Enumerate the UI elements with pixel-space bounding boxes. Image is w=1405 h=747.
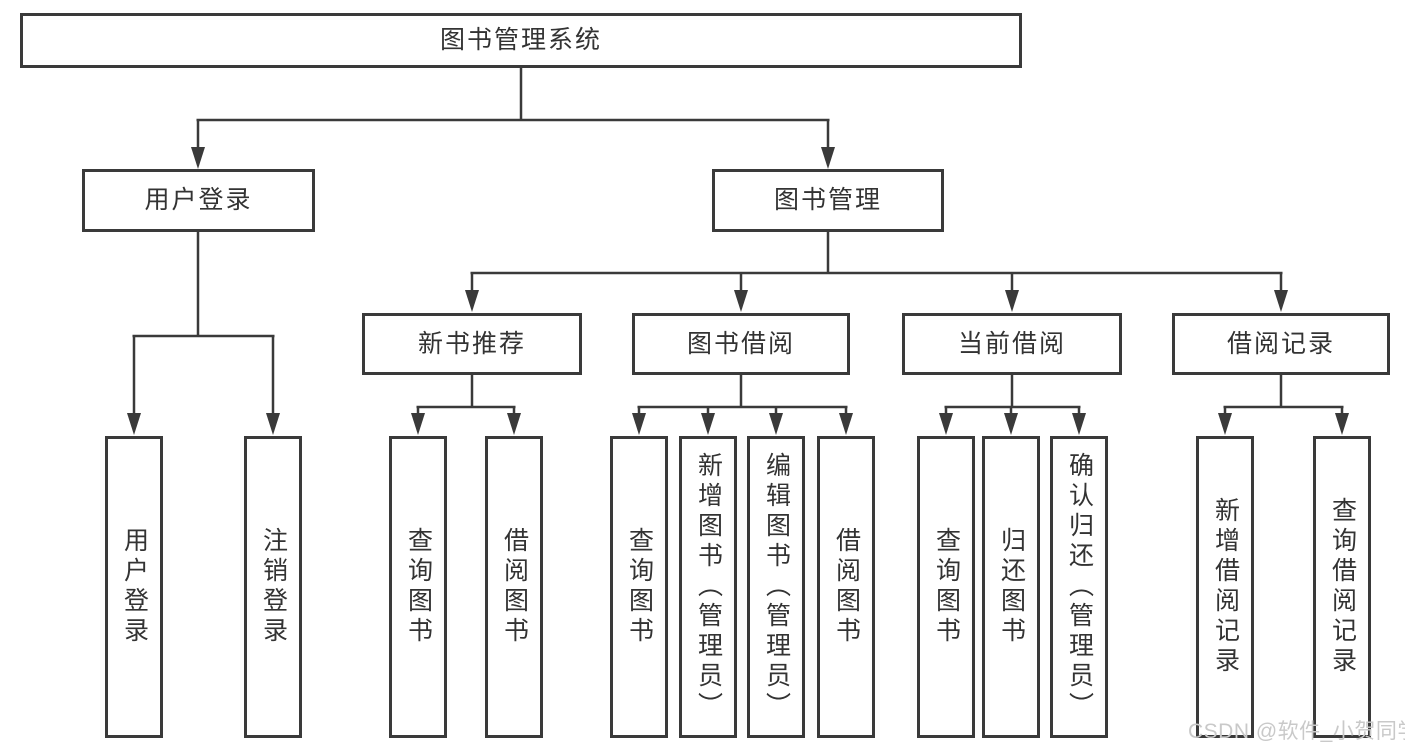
leaf-confirm-return-admin: 确认归还（管理员）	[1050, 436, 1108, 738]
node-user-login-label: 用户登录	[144, 186, 253, 214]
leaf-borrow-books: 借阅图书	[817, 436, 875, 738]
leaf-add-book-admin-label: 新增图书（管理员）	[694, 452, 723, 722]
watermark-text: CSDN @软件_小贺同学	[1188, 720, 1405, 743]
leaf-return-books: 归还图书	[982, 436, 1040, 738]
leaf-query-borrow-record: 查询借阅记录	[1313, 436, 1371, 738]
leaf-query-books-borrow-label: 查询图书	[625, 527, 654, 647]
node-borrowing-records: 借阅记录	[1172, 313, 1390, 375]
leaf-user-login-label: 用户登录	[120, 527, 149, 647]
leaf-borrow-books-recommend: 借阅图书	[485, 436, 543, 738]
leaf-edit-book-admin-label: 编辑图书（管理员）	[762, 452, 791, 722]
leaf-edit-book-admin: 编辑图书（管理员）	[747, 436, 805, 738]
node-new-book-recommendation-label: 新书推荐	[417, 329, 526, 358]
node-library-system-label: 图书管理系统	[439, 26, 602, 54]
node-borrowing-records-label: 借阅记录	[1226, 329, 1335, 358]
node-book-borrowing-label: 图书借阅	[686, 329, 795, 358]
leaf-query-books-recommend-label: 查询图书	[404, 527, 433, 647]
node-current-borrowing: 当前借阅	[902, 313, 1122, 375]
node-user-login: 用户登录	[82, 169, 315, 232]
leaf-logout-label: 注销登录	[259, 527, 288, 647]
leaf-borrow-books-label: 借阅图书	[832, 527, 861, 647]
leaf-query-books-recommend: 查询图书	[389, 436, 447, 738]
arrowheads	[127, 147, 1349, 435]
node-book-management-label: 图书管理	[773, 186, 882, 214]
node-book-borrowing: 图书借阅	[632, 313, 850, 375]
node-new-book-recommendation: 新书推荐	[362, 313, 582, 375]
leaf-add-borrow-record-label: 新增借阅记录	[1211, 497, 1240, 677]
leaf-query-borrow-record-label: 查询借阅记录	[1328, 497, 1357, 677]
leaf-query-books-current-label: 查询图书	[932, 527, 961, 647]
leaf-borrow-books-recommend-label: 借阅图书	[500, 527, 529, 647]
node-library-system: 图书管理系统	[20, 13, 1022, 68]
leaf-query-books-borrow: 查询图书	[610, 436, 668, 738]
leaf-logout: 注销登录	[244, 436, 302, 738]
node-book-management: 图书管理	[712, 169, 944, 232]
leaf-query-books-current: 查询图书	[917, 436, 975, 738]
node-current-borrowing-label: 当前借阅	[957, 329, 1066, 358]
leaf-add-borrow-record: 新增借阅记录	[1196, 436, 1254, 738]
leaf-add-book-admin: 新增图书（管理员）	[679, 436, 737, 738]
leaf-confirm-return-admin-label: 确认归还（管理员）	[1065, 452, 1094, 722]
leaf-return-books-label: 归还图书	[997, 527, 1026, 647]
leaf-user-login: 用户登录	[105, 436, 163, 738]
